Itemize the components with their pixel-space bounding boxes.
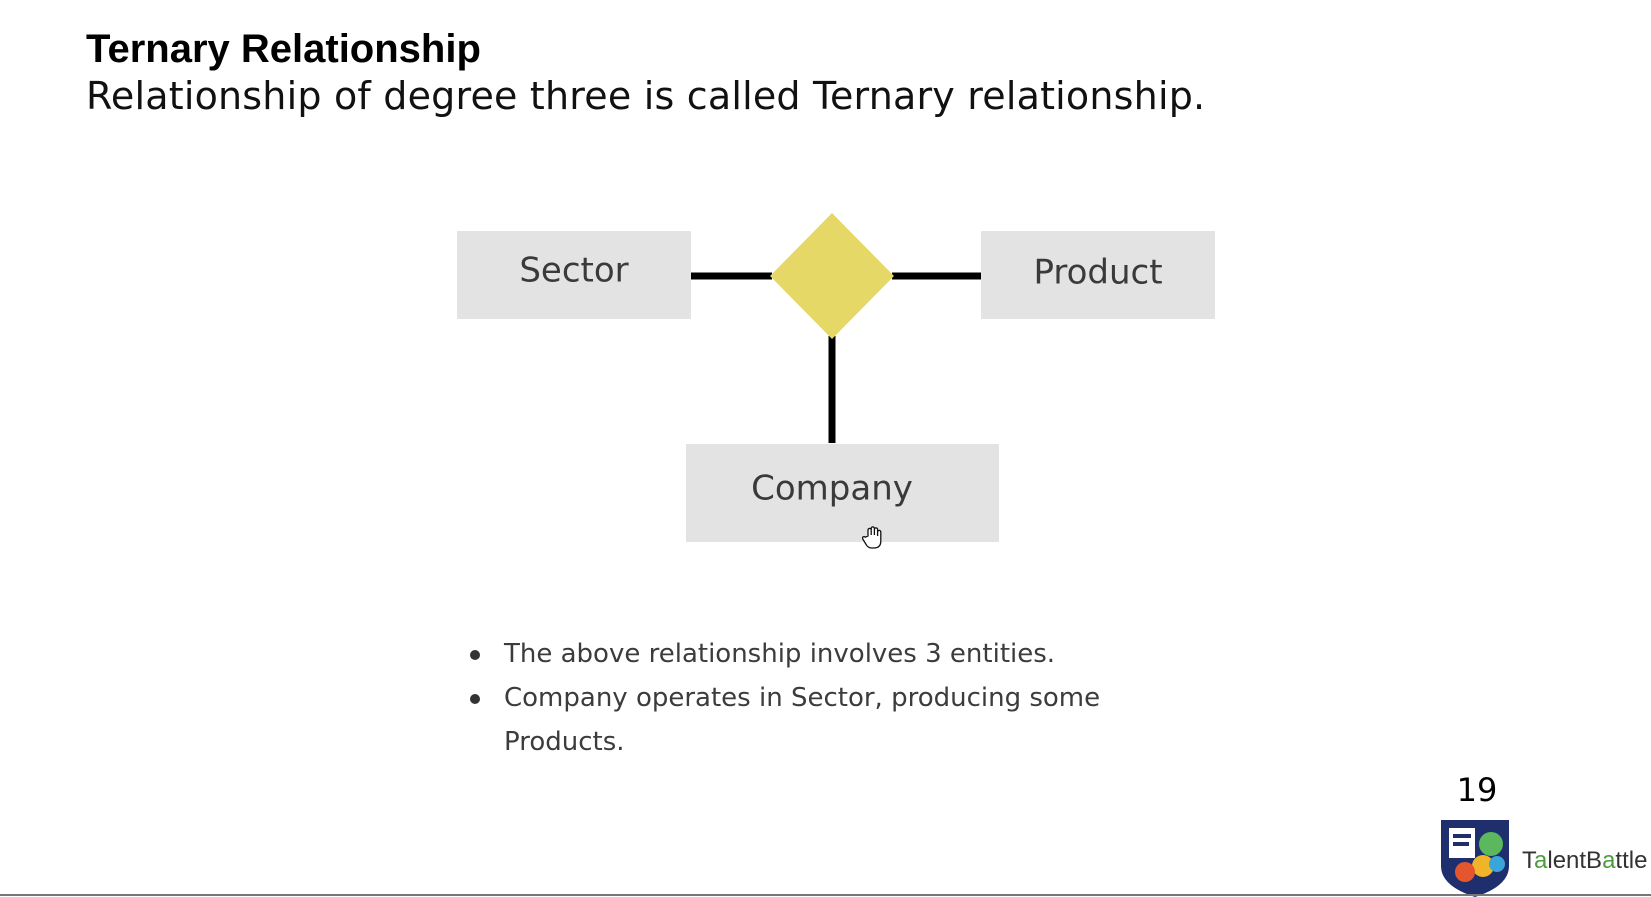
entity-sector: Sector (457, 231, 691, 319)
logo-text: TalentBattle (1522, 847, 1648, 874)
entity-product-label: Product (1033, 253, 1162, 293)
bullet-list: The above relationship involves 3 entiti… (470, 632, 1170, 764)
entity-product: Product (981, 231, 1215, 319)
hand-cursor-icon (862, 526, 882, 549)
slide-title: Ternary Relationship (86, 27, 481, 71)
bottom-divider (0, 894, 1651, 896)
slide-subtitle: Relationship of degree three is called T… (86, 74, 1206, 118)
entity-company-label: Company (751, 469, 913, 509)
entity-company: Company (686, 444, 999, 542)
relationship-diamond (770, 213, 894, 339)
entity-sector-label: Sector (519, 251, 628, 291)
bullet-item-2: Company operates in Sector, producing so… (470, 676, 1170, 764)
bullet-item-1: The above relationship involves 3 entiti… (470, 632, 1170, 676)
page-number: 19 (1456, 771, 1498, 809)
talentbattle-logo-icon (1441, 820, 1509, 897)
